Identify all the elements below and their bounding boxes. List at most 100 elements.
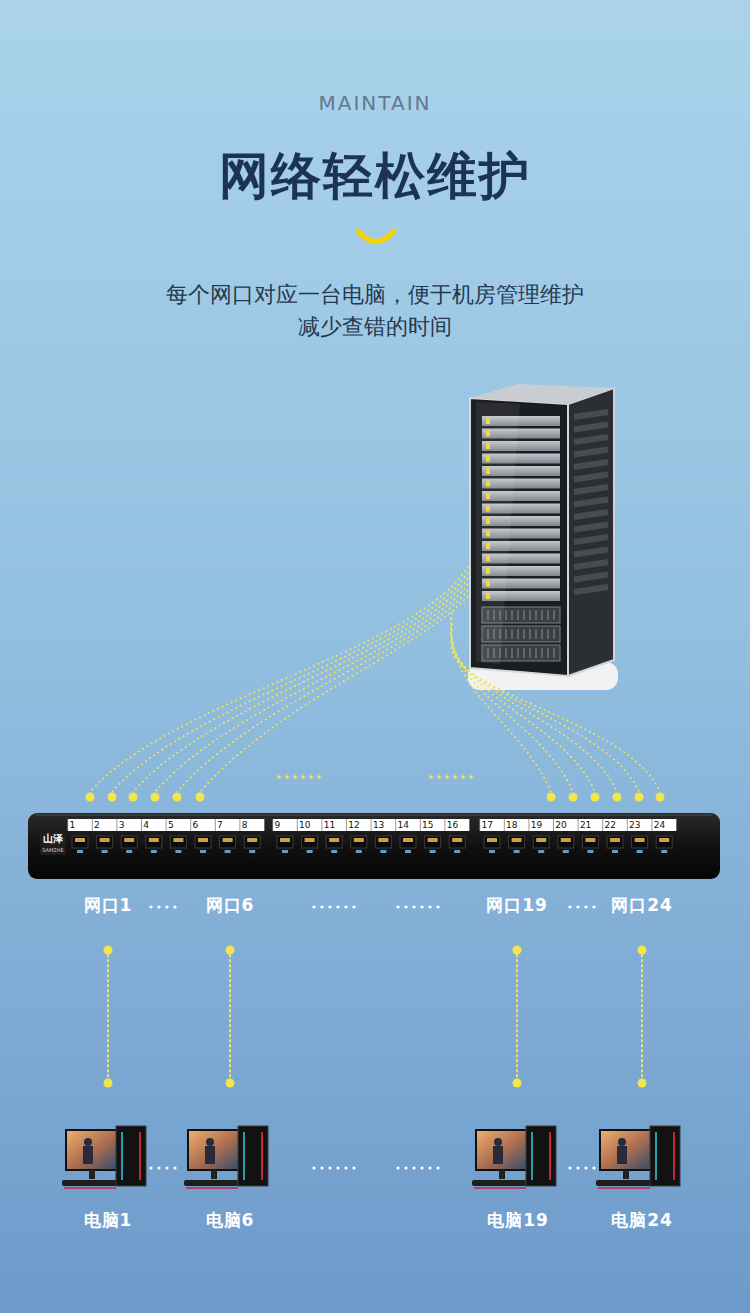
port-contacts bbox=[149, 838, 159, 842]
strip-divider bbox=[116, 819, 117, 831]
port-number: 22 bbox=[605, 820, 616, 831]
cable-curve bbox=[155, 584, 468, 792]
cable-line bbox=[229, 950, 231, 1083]
port-contacts bbox=[223, 838, 233, 842]
ellipsis-dot bbox=[312, 1166, 315, 1169]
cable-curve bbox=[451, 618, 573, 792]
rj45-port bbox=[533, 836, 549, 848]
cable-line bbox=[641, 950, 643, 1083]
cable-curve bbox=[90, 566, 468, 792]
ellipsis-dot bbox=[277, 775, 281, 779]
port-tab bbox=[380, 850, 386, 853]
computer-label: 电脑6 bbox=[206, 1209, 255, 1231]
port-number: 24 bbox=[654, 820, 665, 831]
strip-divider bbox=[264, 819, 265, 831]
ellipsis-dot bbox=[592, 1166, 595, 1169]
port-number: 19 bbox=[531, 820, 542, 831]
port-tab bbox=[77, 850, 83, 853]
port-tab bbox=[282, 850, 288, 853]
vent-line bbox=[548, 629, 549, 639]
port-number: 7 bbox=[217, 820, 223, 831]
port-contacts bbox=[100, 838, 110, 842]
computer-illustration bbox=[472, 1126, 556, 1188]
port-cable bbox=[637, 946, 646, 1088]
label-strip bbox=[68, 819, 265, 831]
cable-line bbox=[107, 950, 109, 1083]
rj45-port bbox=[632, 836, 648, 848]
server-side-unit bbox=[574, 587, 608, 592]
ellipsis-dot bbox=[428, 1166, 431, 1169]
tower-rgb bbox=[243, 1132, 245, 1180]
port-number: 20 bbox=[555, 820, 566, 831]
cable-curve bbox=[451, 636, 639, 792]
vent-line bbox=[512, 610, 513, 620]
server-side-unit bbox=[574, 437, 608, 442]
rack-front bbox=[470, 398, 568, 676]
strip-divider bbox=[215, 819, 216, 831]
game-figure bbox=[84, 1138, 92, 1146]
logo-plate bbox=[40, 830, 66, 855]
port-tab bbox=[356, 850, 362, 853]
rj45-port bbox=[302, 836, 318, 848]
ellipsis-dot bbox=[453, 775, 457, 779]
strip-divider bbox=[297, 819, 298, 831]
port-number: 15 bbox=[422, 820, 433, 831]
brand-logo: 山泽 bbox=[43, 833, 63, 845]
keyboard-glow bbox=[598, 1187, 650, 1189]
ellipsis-dot bbox=[412, 1166, 415, 1169]
vent-line bbox=[536, 610, 537, 620]
ellipsis-dot bbox=[344, 1166, 347, 1169]
ellipsis-dot bbox=[568, 1166, 571, 1169]
ellipsis-dot bbox=[436, 905, 439, 908]
strip-divider bbox=[395, 819, 396, 831]
ellipsis-dot bbox=[301, 775, 305, 779]
server-rack bbox=[468, 384, 618, 690]
port-number: 13 bbox=[373, 820, 384, 831]
ellipsis-dot bbox=[576, 905, 579, 908]
port-tab bbox=[307, 850, 313, 853]
monitor-screen bbox=[188, 1130, 242, 1170]
rj45-port bbox=[170, 836, 186, 848]
port-cable bbox=[226, 946, 235, 1088]
vent-line bbox=[554, 648, 555, 658]
port-number: 8 bbox=[242, 820, 248, 831]
port-contacts bbox=[173, 838, 183, 842]
port-number: 10 bbox=[299, 820, 310, 831]
rj45-port bbox=[121, 836, 137, 848]
server-side-unit bbox=[574, 450, 608, 455]
cable-dot bbox=[108, 793, 117, 802]
port-tab bbox=[249, 850, 255, 853]
strip-divider bbox=[528, 819, 529, 831]
ellipsis-dot bbox=[336, 1166, 339, 1169]
strip-divider bbox=[346, 819, 347, 831]
ellipsis-dot bbox=[420, 1166, 423, 1169]
cable-end-dot bbox=[637, 946, 646, 955]
monitor-screen bbox=[600, 1130, 654, 1170]
computer-illustration bbox=[596, 1126, 680, 1188]
strip-divider bbox=[602, 819, 603, 831]
ellipsis-dot bbox=[437, 775, 441, 779]
vent-line bbox=[530, 610, 531, 620]
game-figure bbox=[618, 1138, 626, 1146]
ellipsis-dot bbox=[149, 905, 152, 908]
port-contacts bbox=[75, 838, 85, 842]
cable-curve bbox=[451, 630, 617, 792]
port-label: 网口24 bbox=[611, 894, 673, 916]
port-tab bbox=[405, 850, 411, 853]
cable-dot bbox=[613, 793, 622, 802]
vent-line bbox=[530, 629, 531, 639]
port-tab bbox=[430, 850, 436, 853]
ellipsis-dot bbox=[420, 905, 423, 908]
ellipsis-dot bbox=[173, 1166, 176, 1169]
computer-node: 电脑6 bbox=[180, 1083, 280, 1238]
monitor-stand bbox=[89, 1170, 95, 1179]
strip-divider bbox=[371, 819, 372, 831]
page-title: 网络轻松维护 bbox=[0, 146, 750, 206]
port-number: 23 bbox=[629, 820, 640, 831]
rj45-port bbox=[449, 836, 465, 848]
strip-divider bbox=[469, 819, 470, 831]
computer-node: 电脑19 bbox=[468, 1083, 568, 1238]
server-side-unit bbox=[574, 462, 608, 467]
game-figure bbox=[205, 1146, 215, 1164]
